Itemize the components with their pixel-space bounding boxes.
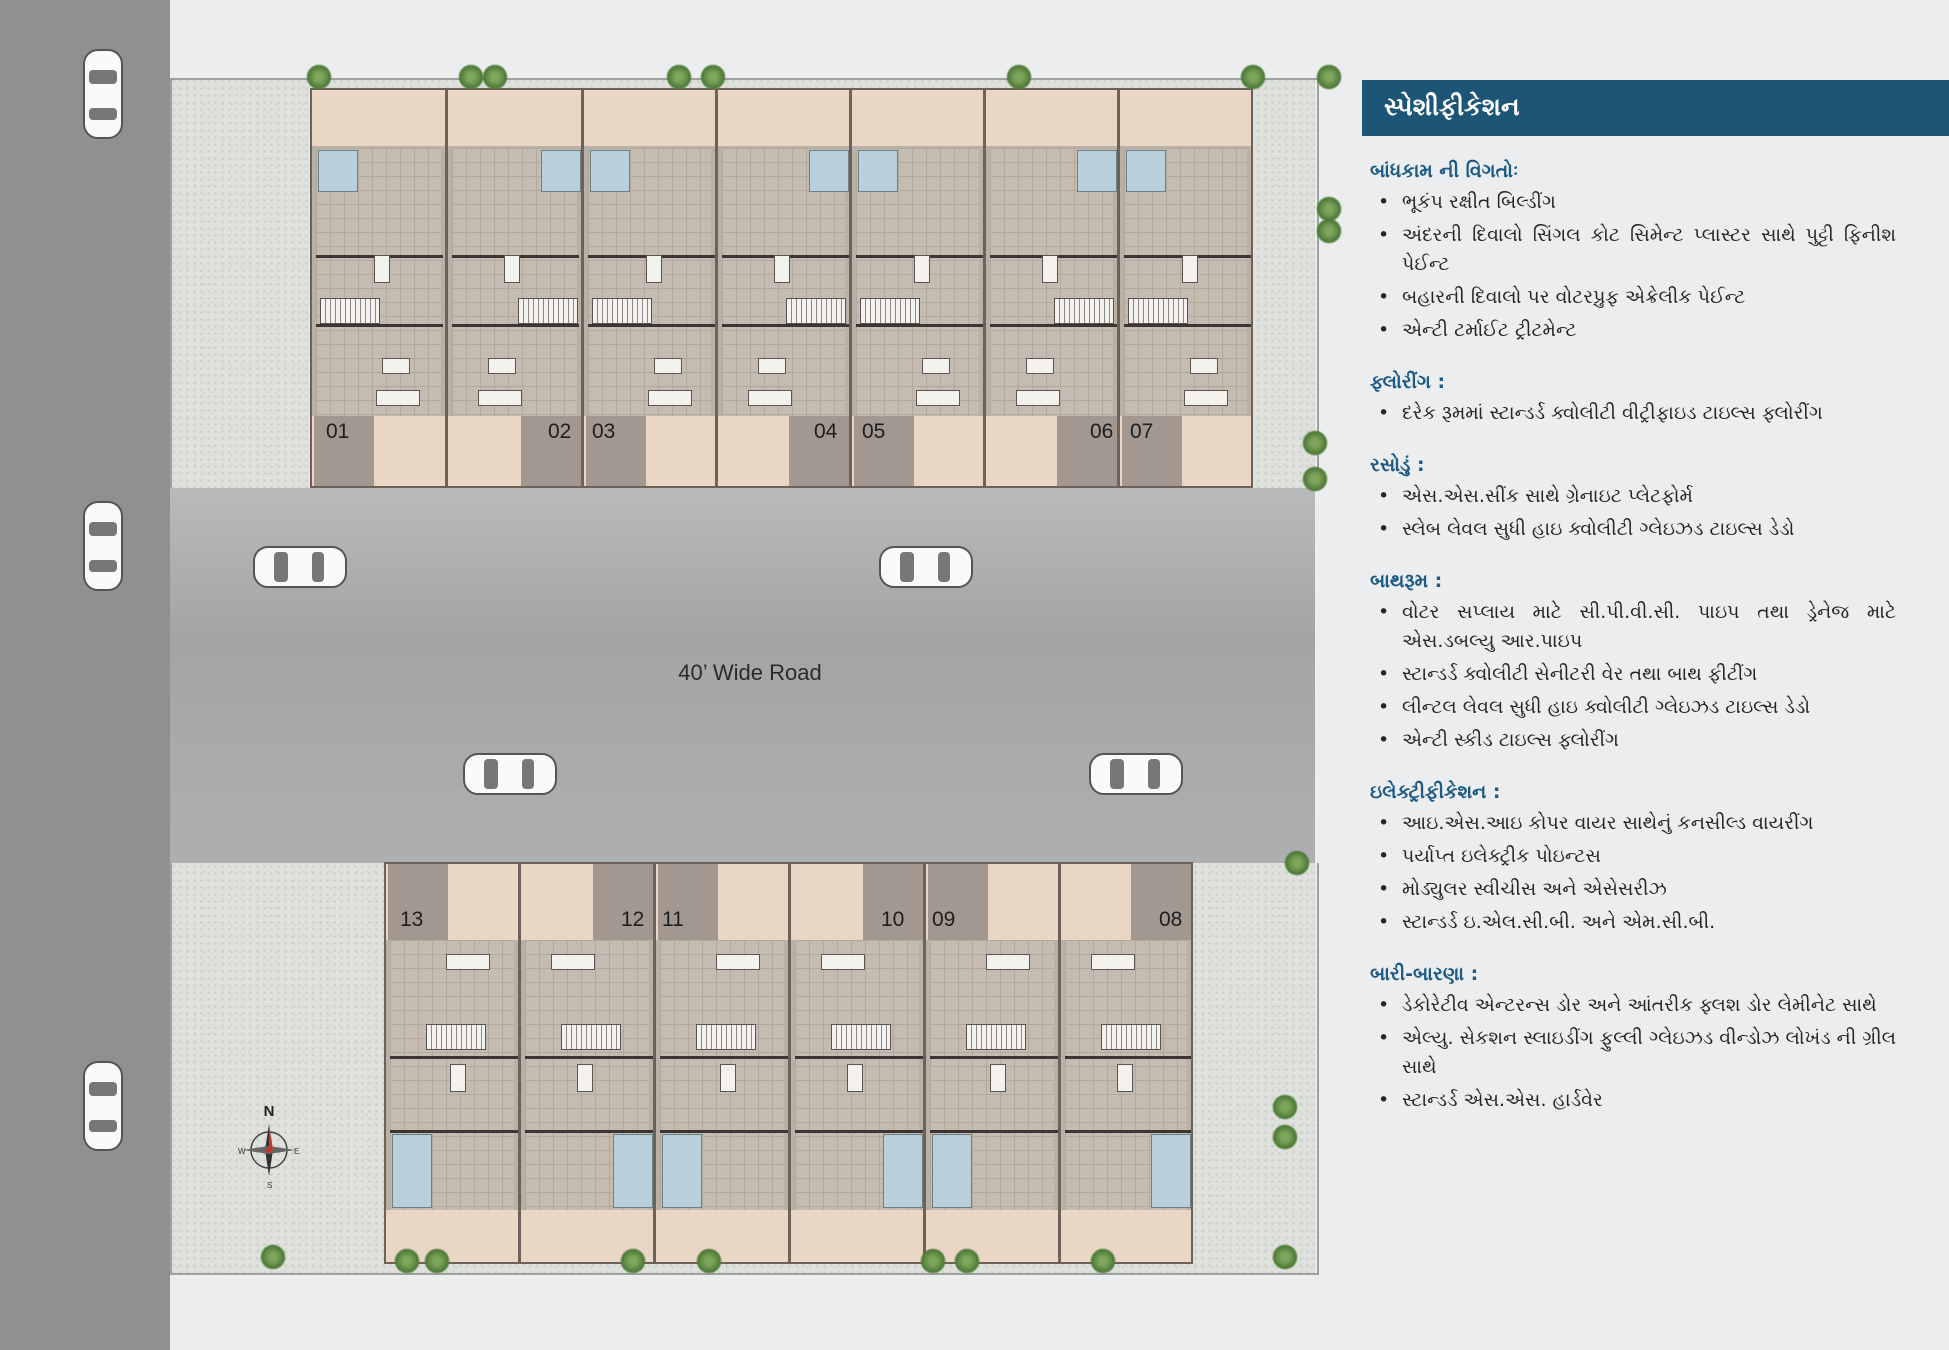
spec-item: સ્ટાન્ડર્ડ ક્વોલીટી સેનીટરી વેર તથા બાથ … (1368, 660, 1896, 689)
spec-section: બારી-બારણા : ડેકોરેટીવ એન્ટરન્સ ડોર અને … (1368, 963, 1896, 1115)
tree-icon (1090, 1248, 1116, 1274)
spec-item: સ્લેબ લેવલ સુધી હાઇ ક્વોલીટી ગ્લેઇઝડ ટાઇ… (1368, 515, 1896, 544)
unit-number: 10 (881, 908, 905, 931)
tree-icon (696, 1248, 722, 1274)
spec-item: સ્ટાન્ડર્ડ એસ.એસ. હાર્ડવેર (1368, 1086, 1896, 1115)
spec-item: આઇ.એસ.આઇ કોપર વાયર સાથેનું કનસીલ્ડ વાયરી… (1368, 809, 1896, 838)
section-title: ફ્લોરીંગ : (1370, 371, 1446, 393)
unit-number: 13 (400, 908, 424, 931)
tree-icon (424, 1248, 450, 1274)
unit-number: 09 (932, 908, 956, 931)
house-unit: 10 (789, 862, 925, 1264)
unit-number: 06 (1090, 420, 1114, 443)
spec-item: એલ્યુ. સેકશન સ્લાઇડીંગ ફુલ્લી ગ્લેઇઝડ વી… (1368, 1024, 1896, 1082)
spec-section: રસોડું : એસ.એસ.સીંક સાથે ગ્રેનાઇટ પ્લેટફ… (1368, 454, 1896, 544)
site-boundary-top (170, 78, 1319, 490)
tree-icon (1240, 64, 1266, 90)
tree-icon (306, 64, 332, 90)
house-unit: 09 (924, 862, 1060, 1264)
unit-number: 05 (862, 420, 886, 443)
tree-icon (954, 1248, 980, 1274)
spec-item: એસ.એસ.સીંક સાથે ગ્રેનાઇટ પ્લેટફોર્મ (1368, 482, 1896, 511)
house-unit: 08 (1059, 862, 1193, 1264)
spec-item: બહારની દિવાલો પર વોટરપ્રુફ એક્રેલીક પેઈન… (1368, 283, 1896, 312)
tree-icon (1302, 430, 1328, 456)
compass-icon: N W E S (238, 1103, 299, 1190)
house-unit: 03 (582, 88, 717, 488)
car-icon (879, 546, 973, 588)
spec-item: દરેક રૂમમાં સ્ટાન્ડર્ડ ક્વોલીટી વીટ્રીફા… (1368, 399, 1896, 428)
unit-number: 04 (814, 420, 838, 443)
unit-number: 02 (548, 420, 572, 443)
spec-item: અંદરની દિવાલો સિંગલ કોટ સિમેન્ટ પ્લાસ્ટર… (1368, 221, 1896, 279)
section-title: રસોડું : (1370, 454, 1425, 476)
tree-icon (458, 64, 484, 90)
tree-icon (482, 64, 508, 90)
house-unit: 01 (310, 88, 447, 488)
road-label: 40’ Wide Road (678, 660, 822, 685)
spec-section: બાથરૂમ : વોટર સપ્લાય માટે સી.પી.વી.સી. પ… (1368, 570, 1896, 755)
house-unit: 12 (519, 862, 655, 1264)
tree-icon (1302, 466, 1328, 492)
tree-icon (1284, 850, 1310, 876)
tree-icon (1272, 1244, 1298, 1270)
car-icon (83, 1061, 123, 1151)
tree-icon (700, 64, 726, 90)
tree-icon (1006, 64, 1032, 90)
tree-icon (1316, 64, 1342, 90)
tree-icon (620, 1248, 646, 1274)
house-unit: 02 (446, 88, 583, 488)
section-title: ઇલેક્ટ્રીફીકેશન : (1370, 781, 1501, 803)
spec-title: સ્પેશીફીકેશન (1384, 92, 1520, 121)
compass-s: S (267, 1181, 272, 1190)
spec-item: પર્યાપ્ત ઇલેક્ટ્રીક પોઇન્ટસ (1368, 842, 1896, 871)
house-unit: 06 (984, 88, 1119, 488)
spec-section: ઇલેક્ટ્રીફીકેશન : આઇ.એસ.આઇ કોપર વાયર સાથ… (1368, 781, 1896, 937)
unit-number: 01 (326, 420, 350, 443)
tree-icon (394, 1248, 420, 1274)
compass-n: N (264, 1103, 275, 1120)
main-road (170, 488, 1315, 863)
tree-icon (1316, 218, 1342, 244)
car-icon (463, 753, 557, 795)
compass-e: E (294, 1147, 299, 1156)
car-icon (253, 546, 347, 588)
spec-section: બાંધકામ ની વિગતોઃ ભૂકંપ રક્ષીત બિલ્ડીંગ … (1368, 160, 1896, 345)
section-title: બાંધકામ ની વિગતોઃ (1370, 160, 1519, 182)
section-title: બારી-બારણા : (1370, 963, 1479, 985)
tree-icon (666, 64, 692, 90)
spec-section: ફ્લોરીંગ : દરેક રૂમમાં સ્ટાન્ડર્ડ ક્વોલી… (1368, 371, 1896, 428)
spec-header: સ્પેશીફીકેશન (1362, 80, 1949, 136)
house-unit: 05 (850, 88, 985, 488)
house-unit: 11 (654, 862, 790, 1264)
house-unit: 07 (1118, 88, 1253, 488)
spec-item: એન્ટી ટર્માઈટ ટ્રીટમેન્ટ (1368, 316, 1896, 345)
spec-item: ડેકોરેટીવ એન્ટરન્સ ડોર અને આંતરીક ફ્લશ ડ… (1368, 991, 1896, 1020)
car-icon (83, 501, 123, 591)
spec-item: મોડ્યુલર સ્વીચીસ અને એસેસરીઝ (1368, 875, 1896, 904)
spec-item: વોટર સપ્લાય માટે સી.પી.વી.સી. પાઇપ તથા ડ… (1368, 598, 1896, 656)
unit-number: 12 (621, 908, 645, 931)
tree-icon (920, 1248, 946, 1274)
section-title: બાથરૂમ : (1370, 570, 1443, 592)
car-icon (83, 49, 123, 139)
compass-w: W (238, 1147, 246, 1156)
tree-icon (1316, 196, 1342, 222)
site-boundary-bottom (170, 863, 1319, 1275)
spec-item: સ્ટાન્ડર્ડ ઇ.એલ.સી.બી. અને એમ.સી.બી. (1368, 908, 1896, 937)
car-icon (1089, 753, 1183, 795)
spec-item: એન્ટી સ્કીડ ટાઇલ્સ ફ્લોરીંગ (1368, 726, 1896, 755)
unit-number: 11 (662, 908, 684, 931)
house-unit: 04 (716, 88, 851, 488)
tree-icon (1272, 1124, 1298, 1150)
spec-list: બાંધકામ ની વિગતોઃ ભૂકંપ રક્ષીત બિલ્ડીંગ … (1368, 160, 1896, 1141)
spec-item: ભૂકંપ રક્ષીત બિલ્ડીંગ (1368, 188, 1896, 217)
spec-item: લીન્ટલ લેવલ સુધી હાઇ ક્વોલીટી ગ્લેઇઝડ ટા… (1368, 693, 1896, 722)
house-unit: 13 (384, 862, 520, 1264)
unit-number: 03 (592, 420, 616, 443)
unit-number: 07 (1130, 420, 1154, 443)
unit-number: 08 (1159, 908, 1183, 931)
tree-icon (260, 1244, 286, 1270)
tree-icon (1272, 1094, 1298, 1120)
